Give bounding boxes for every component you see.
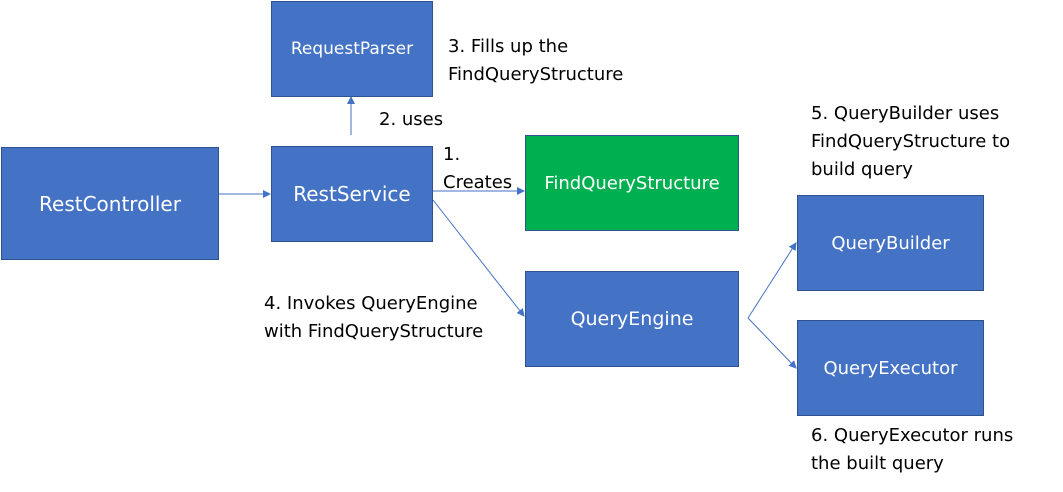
step5-line2: FindQueryStructure to: [811, 131, 1011, 152]
find-query-structure-box: FindQueryStructure: [525, 135, 739, 231]
query-executor-box: QueryExecutor: [797, 320, 984, 416]
step4-line2: with FindQueryStructure: [264, 321, 484, 342]
step3-label: 3. Fills up the FindQueryStructure: [448, 33, 623, 89]
step2-label: 2. uses: [379, 109, 444, 130]
step4-label: 4. Invokes QueryEngine with FindQueryStr…: [264, 290, 483, 346]
rest-controller-box: RestController: [1, 147, 219, 260]
step5-line3: build query: [811, 159, 913, 180]
step1-line1: 1.: [443, 144, 461, 165]
arrow-restservice-to-queryengine: [432, 199, 525, 317]
step5-label: 5. QueryBuilder uses FindQueryStructure …: [811, 100, 1010, 184]
arrow-queryengine-to-querybuilder: [747, 242, 797, 319]
query-engine-box: QueryEngine: [525, 271, 739, 367]
step3-line2: FindQueryStructure: [448, 64, 624, 85]
step6-label: 6. QueryExecutor runs the built query: [811, 422, 1013, 478]
step6-line1: 6. QueryExecutor runs: [811, 425, 1014, 446]
arrow-queryengine-to-queryexecutor: [747, 317, 797, 369]
step1-line2: Creates: [443, 172, 513, 193]
step3-line1: 3. Fills up the: [448, 36, 569, 57]
step1-label: 1. Creates: [443, 141, 512, 197]
request-parser-box: RequestParser: [271, 1, 433, 97]
step4-line1: 4. Invokes QueryEngine: [264, 293, 478, 314]
rest-service-box: RestService: [271, 146, 433, 242]
step6-line2: the built query: [811, 453, 944, 474]
query-builder-box: QueryBuilder: [797, 195, 984, 291]
step5-line1: 5. QueryBuilder uses: [811, 103, 1000, 124]
